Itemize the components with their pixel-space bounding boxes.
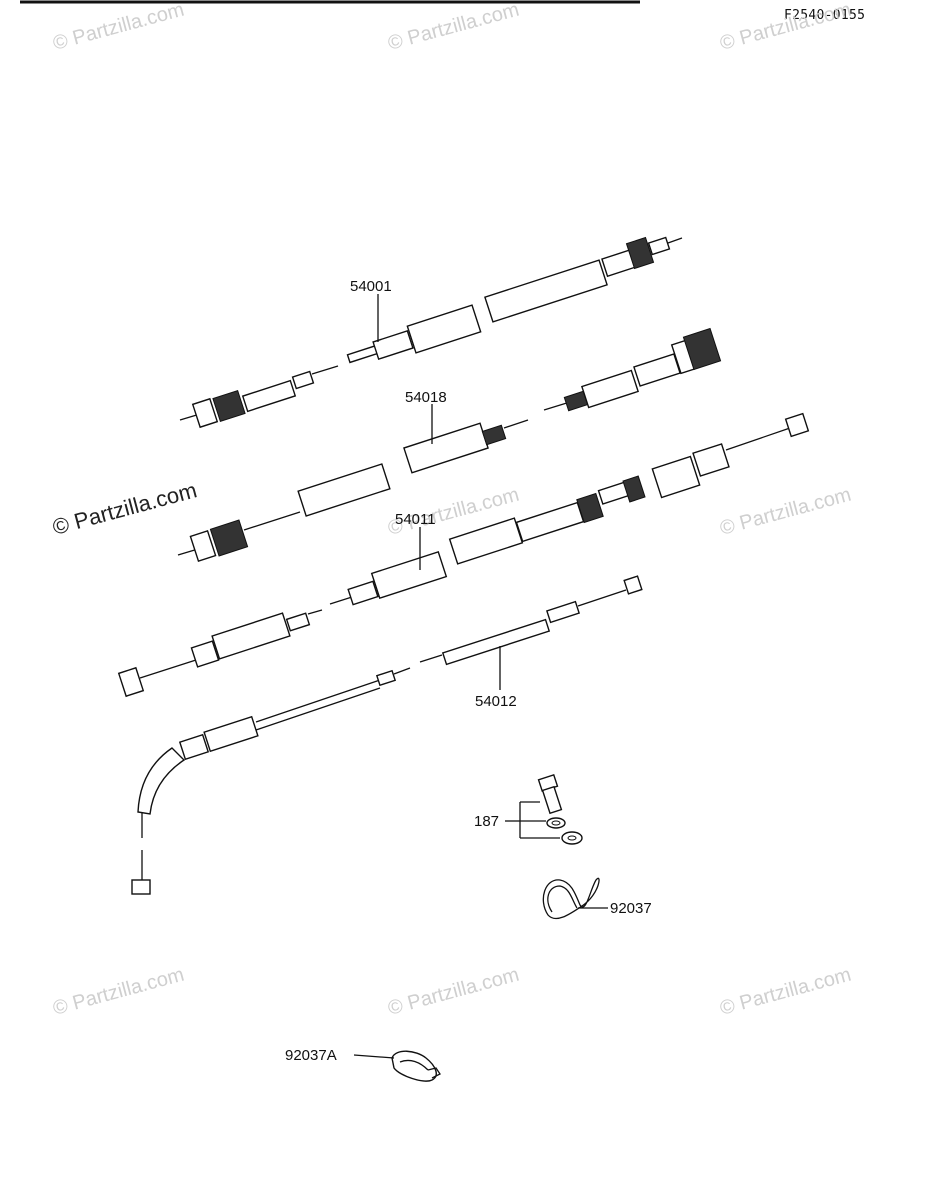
watermark: © Partzilla.com [718,0,854,55]
part-label-54012[interactable]: 54012 [475,693,517,710]
watermark: © Partzilla.com [718,484,854,540]
cable-54018[interactable] [177,327,722,563]
diagram-code: F2540-0155 [784,8,866,23]
bolt-187[interactable] [537,773,583,845]
watermark: © Partzilla.com [51,964,187,1020]
watermark: © Partzilla.com [386,964,522,1020]
leader-line [353,1054,395,1059]
part-label-54001[interactable]: 54001 [350,278,392,295]
cable-54012[interactable] [131,575,643,895]
watermarks: © Partzilla.com © Partzilla.com © Partzi… [50,0,854,1020]
clamp-band-92037[interactable] [542,877,600,920]
watermark: © Partzilla.com [386,0,522,55]
watermark: © Partzilla.com [51,0,187,55]
cable-end [131,879,151,895]
part-label-187[interactable]: 187 [474,813,499,830]
part-label-54018[interactable]: 54018 [405,389,447,406]
part-label-92037A[interactable]: 92037A [285,1047,337,1064]
cable-54001[interactable] [179,236,683,429]
cable-54011[interactable] [117,412,810,698]
clamp-92037A[interactable] [391,1050,441,1082]
leader-187 [505,801,560,839]
part-label-92037[interactable]: 92037 [610,900,652,917]
part-label-54011[interactable]: 54011 [395,511,436,528]
watermark-main: © Partzilla.com [50,477,200,540]
watermark: © Partzilla.com [718,964,854,1020]
